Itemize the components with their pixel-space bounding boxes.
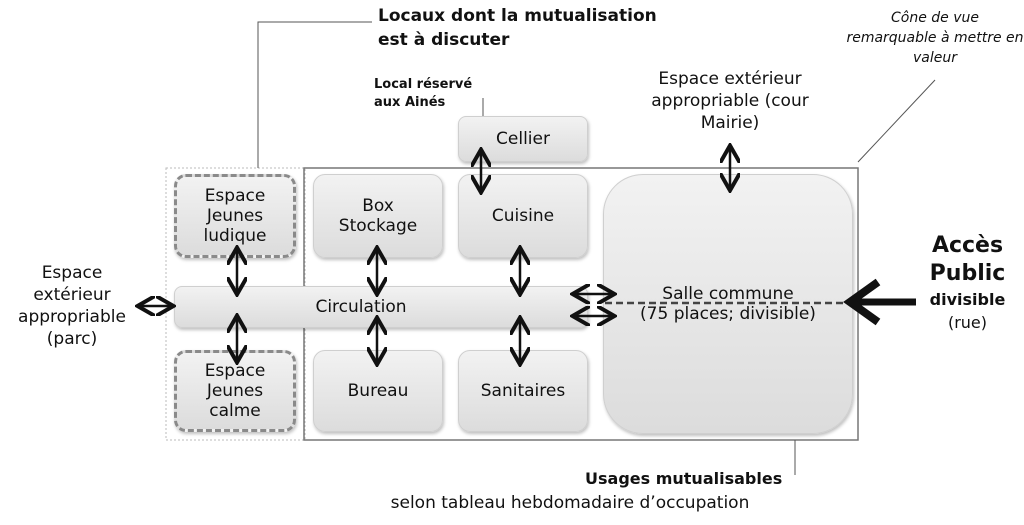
public-access-label: Accès Public divisible (rue) (929, 233, 1006, 332)
discuss-leader (257, 21, 372, 168)
shared-title: Usages mutualisables (585, 469, 783, 488)
room-sanitaires: Sanitaires (458, 350, 588, 432)
cone-line (857, 79, 936, 163)
cone-label: Cône de vue remarquable à mettre en vale… (846, 10, 1024, 66)
room-jeunes-calme: Espace Jeunes calme (174, 350, 296, 432)
elders-label: Local réservé aux Ainés (374, 77, 473, 110)
outdoor-mairie-label: Espace extérieur appropriable (cour Mair… (651, 69, 809, 133)
room-box-stockage: Box Stockage (313, 174, 443, 258)
public-access-arrow-icon (843, 278, 916, 326)
shared-subtitle: selon tableau hebdomadaire d’occupation (390, 493, 750, 513)
discuss-label: Locaux dont la mutualisation est à discu… (378, 6, 657, 50)
outdoor-parc-label: Espace extérieur appropriable (parc) (18, 263, 126, 349)
